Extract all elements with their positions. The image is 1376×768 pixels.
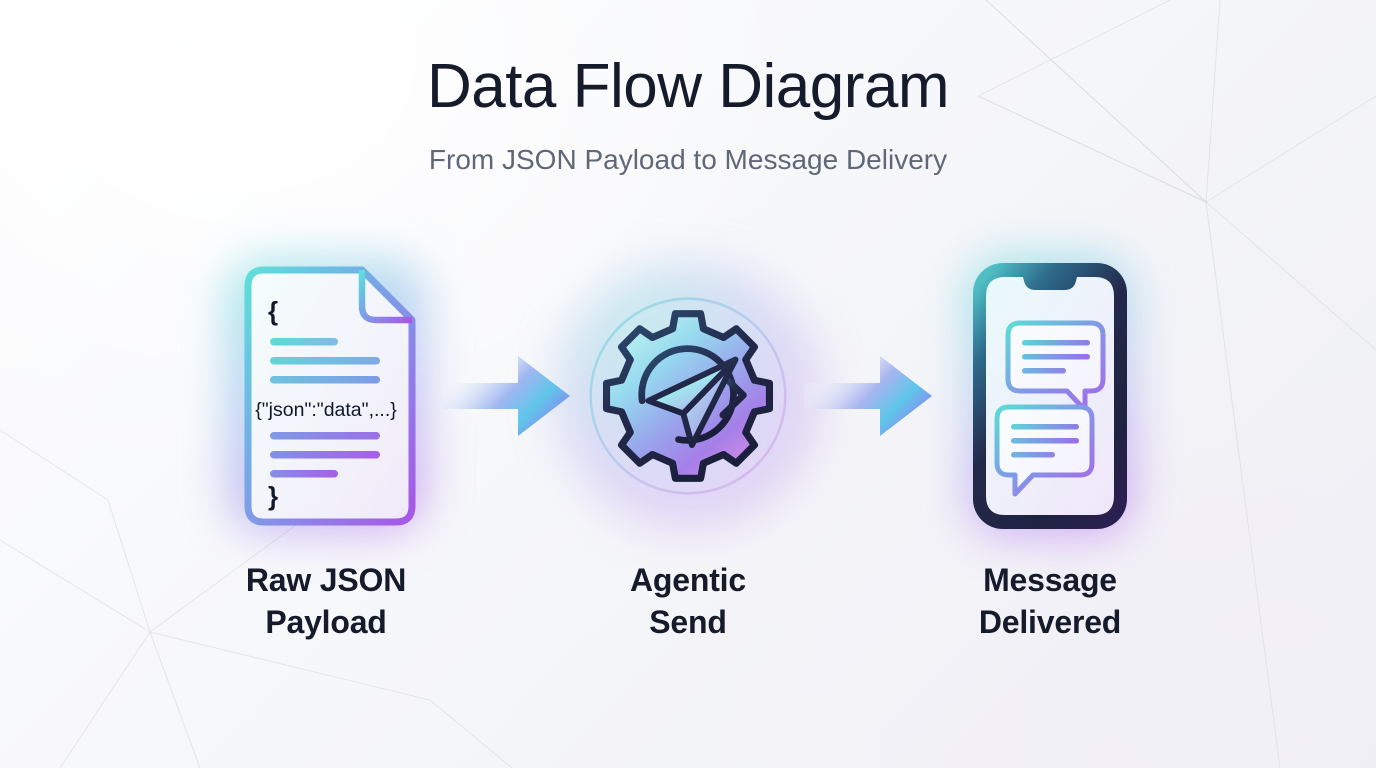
label-line-1: Agentic xyxy=(630,562,746,598)
label-line-2: Payload xyxy=(265,603,387,640)
step-raw-json-payload[interactable]: { {"json":"data",...} } xyxy=(220,246,432,546)
label-line-2: Send xyxy=(649,603,727,640)
json-close-brace: } xyxy=(268,481,278,511)
connector-arrow-1 xyxy=(432,246,582,546)
step-message-delivered[interactable] xyxy=(944,246,1156,546)
chat-bubble-incoming xyxy=(1005,320,1106,413)
smartphone-chat-icon xyxy=(973,263,1127,529)
diagram-header: Data Flow Diagram From JSON Payload to M… xyxy=(0,56,1376,174)
label-line-1: Message xyxy=(983,562,1117,598)
gear-paper-plane-icon xyxy=(589,297,787,495)
json-open-brace: { xyxy=(268,296,278,326)
connector-arrow-2 xyxy=(794,246,944,546)
step-agentic-send[interactable] xyxy=(554,246,822,546)
label-agentic-send: Agentic Send xyxy=(582,560,794,643)
label-message-delivered: Message Delivered xyxy=(944,560,1156,643)
label-raw-json-payload: Raw JSON Payload xyxy=(220,560,432,643)
chat-bubble-outgoing xyxy=(994,404,1095,497)
json-document-icon: { {"json":"data",...} } xyxy=(244,266,416,526)
label-line-2: Delivered xyxy=(978,603,1122,640)
json-code-snippet: {"json":"data",...} xyxy=(255,399,397,421)
page-subtitle: From JSON Payload to Message Delivery xyxy=(428,144,948,175)
flow-row: { {"json":"data",...} } xyxy=(0,246,1376,546)
arrow-right-icon xyxy=(442,356,570,436)
arrow-right-icon xyxy=(804,356,932,436)
step-labels-row: Raw JSON Payload Agentic Send Message De… xyxy=(0,560,1376,670)
page-title: Data Flow Diagram xyxy=(426,52,950,121)
label-line-1: Raw JSON xyxy=(245,562,407,598)
